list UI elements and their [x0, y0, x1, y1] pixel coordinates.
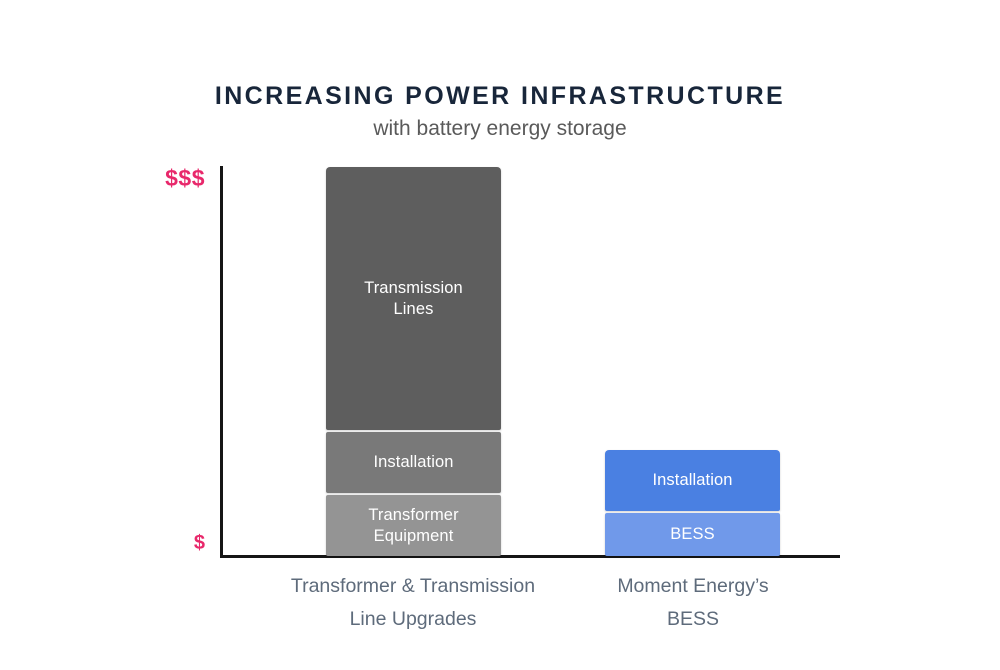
chart-subtitle: with battery energy storage	[373, 117, 627, 140]
bar-segment-label: Transformer Equipment	[368, 505, 459, 545]
bar-moment-energy-bess[interactable]: Installation BESS	[605, 450, 780, 556]
x-axis-line	[220, 555, 840, 558]
bar-transformer-transmission-upgrades[interactable]: Transmission Lines Installation Transfor…	[326, 167, 501, 556]
bar-segment-transformer-equipment[interactable]: Transformer Equipment	[326, 495, 501, 556]
y-axis-tick-low: $	[193, 532, 205, 554]
y-axis-line	[220, 166, 223, 558]
bar-segment-installation-grid[interactable]: Installation	[326, 432, 501, 493]
x-axis-label-transformer-transmission-upgrades: Transformer & Transmission Line Upgrades	[290, 575, 536, 630]
bar-segment-label: Installation	[652, 471, 733, 489]
chart-title: INCREASING POWER INFRASTRUCTURE	[214, 82, 786, 110]
bar-segment-installation-bess[interactable]: Installation	[605, 450, 780, 511]
bar-segment-label: BESS	[670, 525, 715, 543]
x-axis-label-moment-energy-bess: Moment Energy’s BESS	[617, 575, 769, 630]
bar-segment-bess[interactable]: BESS	[605, 513, 780, 556]
y-axis-tick-high: $$$	[165, 165, 205, 191]
bar-segment-transmission-lines[interactable]: Transmission Lines	[326, 167, 501, 430]
bar-segment-label: Transmission Lines	[364, 278, 463, 318]
bar-segment-label: Installation	[373, 453, 454, 471]
